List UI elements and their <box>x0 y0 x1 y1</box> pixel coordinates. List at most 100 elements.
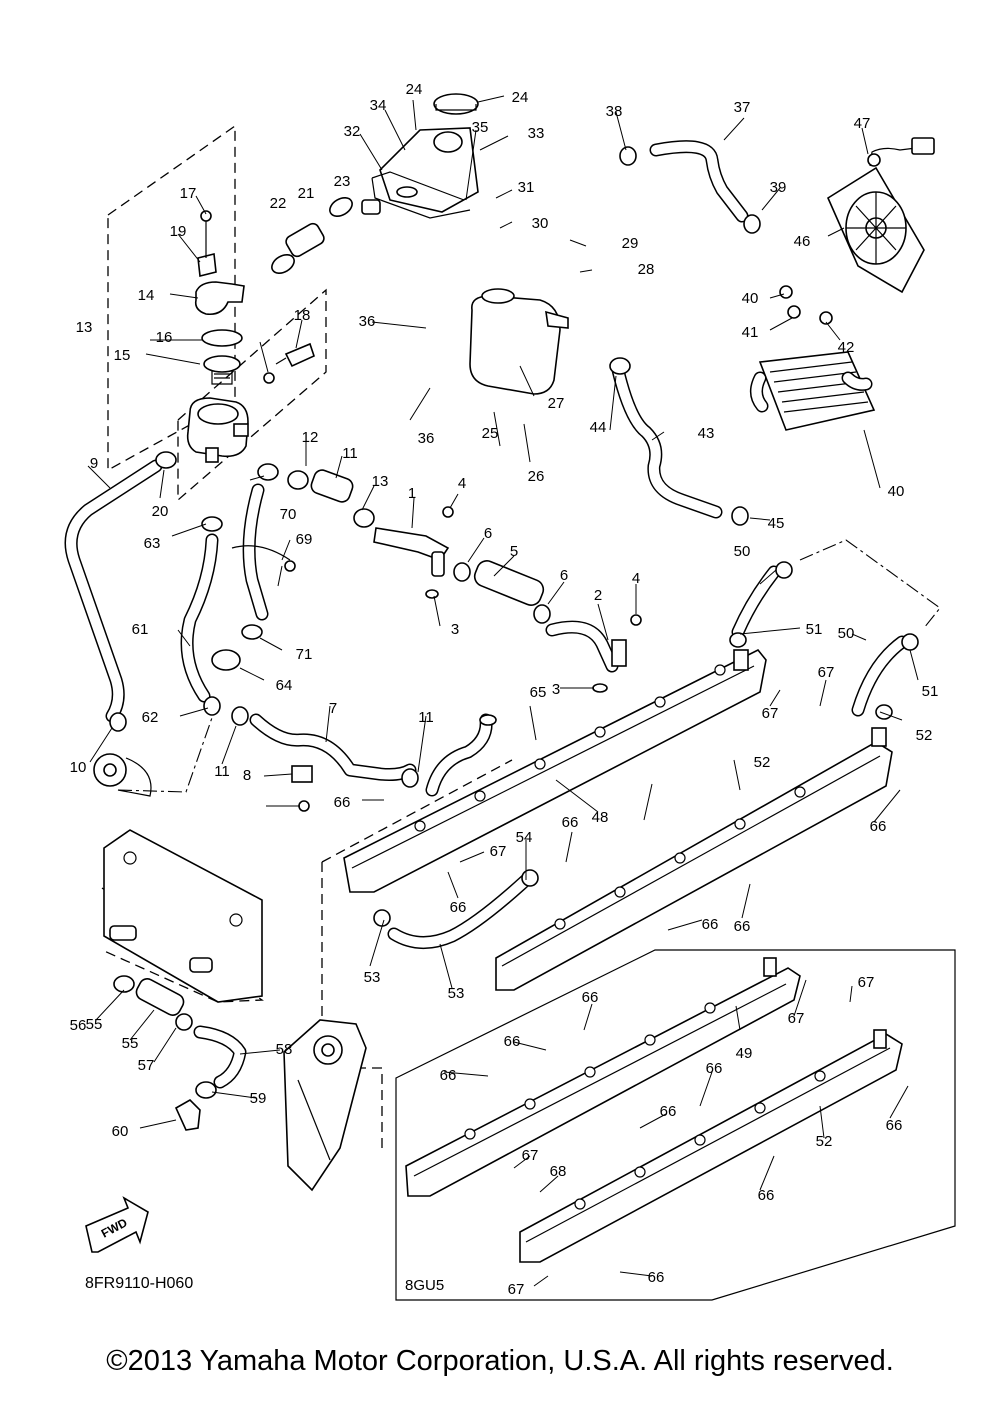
callout-66: 66 <box>758 1187 775 1204</box>
callout-64: 64 <box>276 677 293 694</box>
callout-66: 66 <box>702 916 719 933</box>
callout-56: 56 <box>70 1017 87 1034</box>
callout-24: 24 <box>406 81 423 98</box>
callout-66: 66 <box>706 1060 723 1077</box>
callout-49: 49 <box>736 1045 753 1062</box>
coolant-reservoir-29 <box>469 288 569 395</box>
callout-21: 21 <box>298 185 315 202</box>
cap-25 <box>433 93 479 115</box>
callout-55: 55 <box>86 1016 103 1033</box>
callout-17: 17 <box>180 185 197 202</box>
diagram-code: 8FR9110-H060 <box>85 1275 193 1292</box>
hose-45 <box>609 357 749 526</box>
group-outline-rails <box>321 759 513 1148</box>
thermostat-16 <box>201 329 243 385</box>
callout-66: 66 <box>870 818 887 835</box>
variant-label: 8GU5 <box>405 1277 444 1294</box>
callout-53: 53 <box>448 985 465 1002</box>
callout-25: 25 <box>482 425 499 442</box>
callout-40: 40 <box>888 483 905 500</box>
callout-6: 6 <box>484 525 492 542</box>
callout-66: 66 <box>582 989 599 1006</box>
callout-35: 35 <box>472 119 489 136</box>
callout-11: 11 <box>342 445 358 462</box>
elbow-15 <box>194 281 245 316</box>
callout-7: 7 <box>329 700 337 717</box>
sensor-19 <box>275 342 315 368</box>
hose-10 <box>64 451 177 723</box>
thermostat-housing <box>186 397 249 463</box>
hose-23 <box>285 222 325 258</box>
callout-4: 4 <box>458 475 466 492</box>
callout-52: 52 <box>816 1133 833 1150</box>
callout-67: 67 <box>788 1010 805 1027</box>
callout-57: 57 <box>138 1057 155 1074</box>
fwd-arrow-icon <box>85 1196 149 1253</box>
callout-66: 66 <box>660 1103 677 1120</box>
callout-6: 6 <box>560 567 568 584</box>
callout-23: 23 <box>334 173 351 190</box>
callout-67: 67 <box>508 1281 525 1298</box>
callout-14: 14 <box>138 287 155 304</box>
callout-20: 20 <box>152 503 169 520</box>
callout-26: 26 <box>528 468 545 485</box>
callout-33: 33 <box>528 125 545 142</box>
callout-32: 32 <box>344 123 361 140</box>
rail-50 <box>343 648 767 893</box>
callout-16: 16 <box>156 329 173 346</box>
callout-66: 66 <box>562 814 579 831</box>
parts-diagram: 1233445667891011111112131314151617181920… <box>64 81 956 1301</box>
callout-11: 11 <box>418 709 434 726</box>
rail-53-8gu5 <box>519 1029 903 1263</box>
callout-66: 66 <box>440 1067 457 1084</box>
callout-66: 66 <box>450 899 467 916</box>
callout-22: 22 <box>270 195 287 212</box>
callout-46: 46 <box>794 233 811 250</box>
callout-13: 13 <box>76 319 93 336</box>
callout-70: 70 <box>280 506 297 523</box>
callout-63: 63 <box>144 535 161 552</box>
callout-37: 37 <box>734 99 751 116</box>
callout-29: 29 <box>622 235 639 252</box>
callout-55: 55 <box>122 1035 139 1052</box>
callout-38: 38 <box>606 103 623 120</box>
callout-31: 31 <box>518 179 535 196</box>
callout-71: 71 <box>296 646 313 663</box>
callout-18: 18 <box>294 307 311 324</box>
callout-66: 66 <box>504 1033 521 1050</box>
callout-42: 42 <box>838 339 855 356</box>
rail-50-8gu5 <box>405 957 801 1197</box>
callout-5: 5 <box>510 543 518 560</box>
fan-48 <box>826 137 935 294</box>
callout-52: 52 <box>916 727 933 744</box>
callout-11: 11 <box>214 763 230 780</box>
callout-36: 36 <box>359 313 376 330</box>
callout-36: 36 <box>418 430 435 447</box>
callout-66: 66 <box>886 1117 903 1134</box>
callout-27: 27 <box>548 395 565 412</box>
callout-65: 65 <box>530 684 547 701</box>
callout-67: 67 <box>490 843 507 860</box>
callout-41: 41 <box>742 324 759 341</box>
callout-28: 28 <box>638 261 655 278</box>
callout-62: 62 <box>142 709 159 726</box>
callout-45: 45 <box>768 515 785 532</box>
callout-30: 30 <box>532 215 549 232</box>
callout-59: 59 <box>250 1090 267 1107</box>
group-outline-8gu5 <box>395 949 956 1301</box>
callout-43: 43 <box>698 425 715 442</box>
leader-lines <box>87 95 919 1287</box>
hose-68 <box>231 483 296 621</box>
callout-10: 10 <box>70 759 87 776</box>
callout-67: 67 <box>858 974 875 991</box>
callout-8: 8 <box>243 767 251 784</box>
callout-13: 13 <box>372 473 389 490</box>
callout-61: 61 <box>132 621 149 638</box>
callout-12: 12 <box>302 429 319 446</box>
callout-3: 3 <box>451 621 459 638</box>
callout-50: 50 <box>838 625 855 642</box>
callout-51: 51 <box>922 683 939 700</box>
hose-7 <box>249 713 497 797</box>
callout-48: 48 <box>592 809 609 826</box>
